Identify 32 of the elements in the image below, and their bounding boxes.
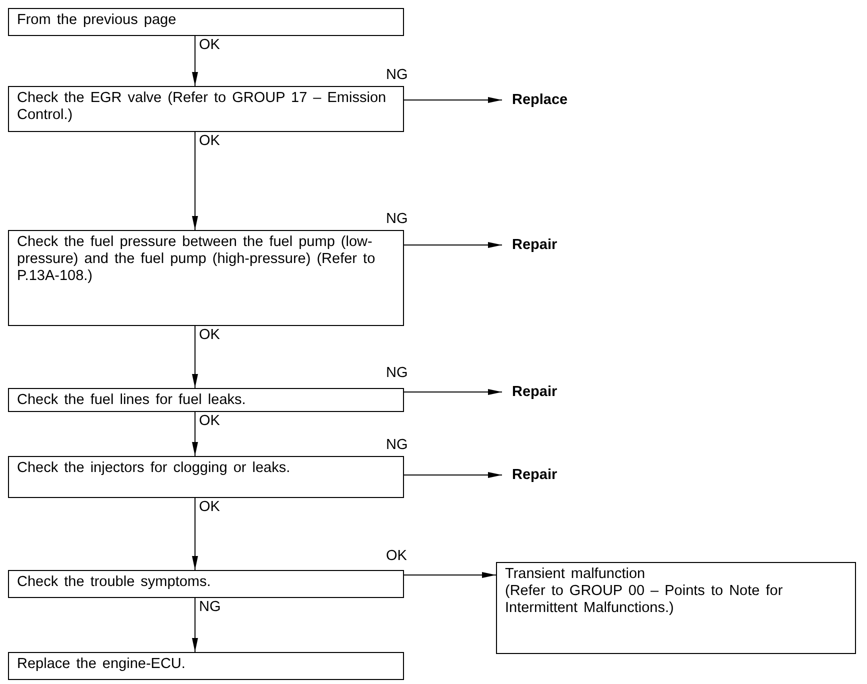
arrow: [192, 498, 198, 570]
arrow: [404, 472, 502, 478]
step-text: Check the fuel lines for fuel leaks.: [17, 392, 247, 409]
step-box: [8, 230, 404, 326]
step-box: [8, 8, 404, 36]
step-text: Check the trouble symptoms.: [17, 574, 212, 591]
step-box: [8, 388, 404, 412]
arrow: [404, 572, 496, 578]
arrow: [192, 132, 198, 230]
step-text: Check the fuel pressure between the fuel pump (low-pressure) and the fuel pump (high-pressure) (Refer to P.13A-108.): [17, 234, 376, 285]
result-text: Repair: [502, 466, 572, 484]
arrow: [404, 242, 502, 248]
arrow: [192, 412, 198, 456]
step-box: [8, 86, 404, 132]
step-box: [8, 570, 404, 598]
arrow: [404, 97, 502, 103]
arrow: [404, 389, 502, 395]
result-text: Repair: [502, 383, 572, 401]
step-text: From the previous page: [17, 12, 178, 29]
step-text: (Refer to GROUP 00 – Points to Note for Intermittent Malfunctions.): [505, 583, 784, 617]
result-text: Repair: [502, 236, 572, 254]
step-box: [8, 456, 404, 498]
arrow: [192, 598, 198, 652]
step-text: Replace the engine-ECU.: [17, 656, 186, 673]
step-text: Transient malfunction: [505, 566, 646, 583]
result-text: Replace: [502, 91, 582, 109]
arrow: [192, 326, 198, 388]
arrow: [192, 36, 198, 86]
step-box: [8, 652, 404, 680]
step-text: Check the EGR valve (Refer to GROUP 17 – Emission Control.): [17, 90, 388, 124]
result-box: [496, 562, 856, 654]
step-text: Check the injectors for clogging or leaks.: [17, 460, 292, 477]
